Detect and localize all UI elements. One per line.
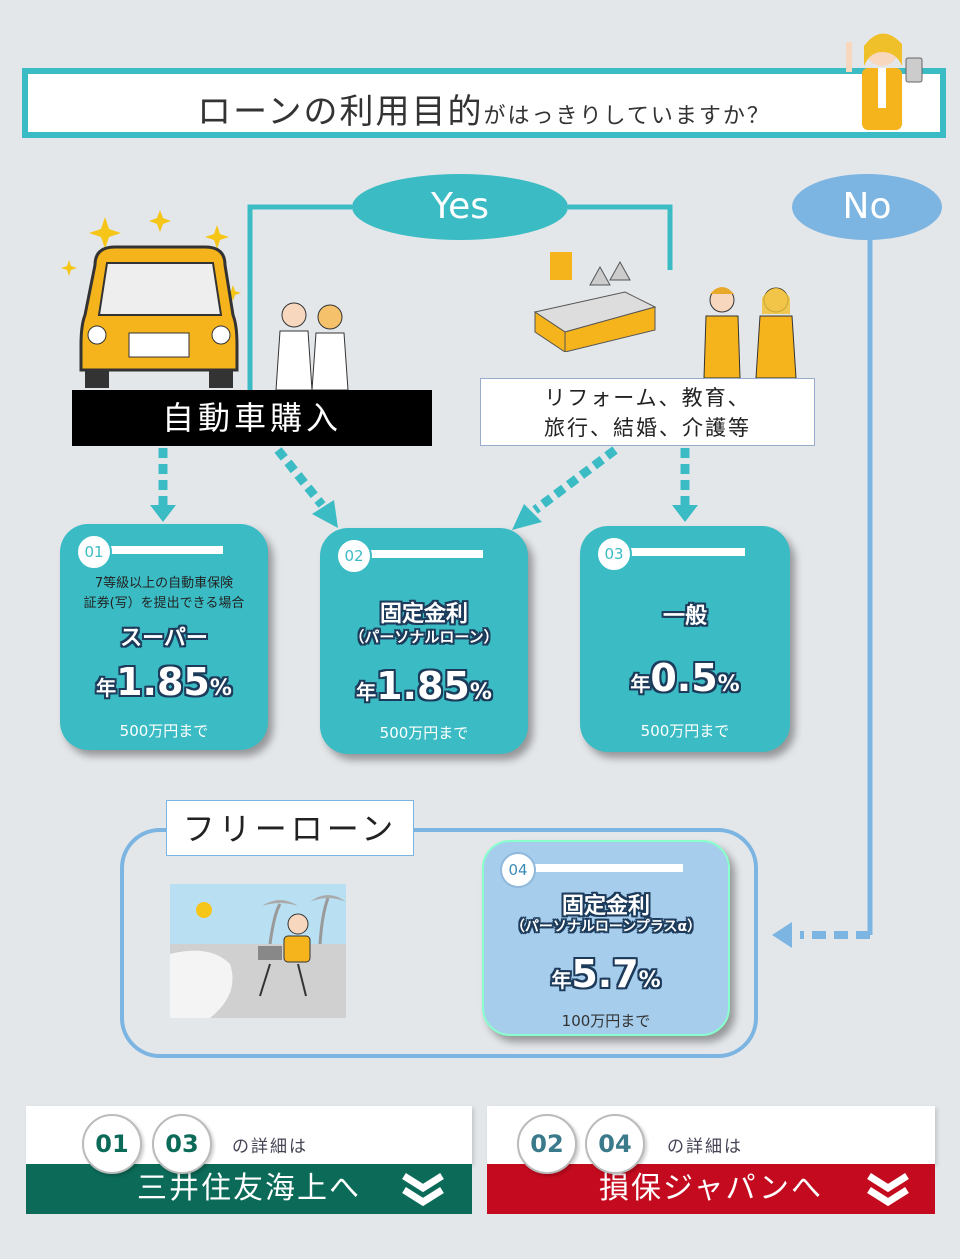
question-box: ローンの利用目的がはっきりしていますか？ xyxy=(22,68,946,138)
card-rate: 年1.85% xyxy=(60,660,268,704)
couple-illustration xyxy=(275,302,349,390)
no-branch: No xyxy=(792,174,942,240)
banner-link[interactable]: 三井住友海上へ xyxy=(26,1164,472,1214)
card-divider xyxy=(90,546,223,554)
card-rate: 年5.7% xyxy=(484,952,728,996)
card-rate: 年1.85% xyxy=(320,664,528,708)
free-loan-group xyxy=(120,828,758,1058)
card-sub-name: （パーソナルローンプラスα） xyxy=(510,919,702,935)
loan-card-02[interactable]: 02 固定金利 （パーソナルローン） 年1.85% 500万円まで xyxy=(320,528,528,754)
car-purchase-label: 自動車購入 xyxy=(72,390,432,446)
other-purpose-line2: 旅行、結婚、介護等 xyxy=(544,416,751,440)
badge-03: 03 xyxy=(152,1114,212,1174)
card-number: 04 xyxy=(500,852,536,888)
rate-value: 1.85 xyxy=(116,660,210,704)
card-name: 一般 xyxy=(662,604,707,629)
free-loan-label: フリーローン xyxy=(166,800,414,856)
loan-card-01[interactable]: 01 7等級以上の自動車保険 証券(写）を提出できる場合 スーパー 年1.85%… xyxy=(60,524,268,750)
rate-value: 5.7 xyxy=(571,952,639,996)
rate-unit: % xyxy=(638,968,661,993)
badge-04: 04 xyxy=(585,1114,645,1174)
kitchen-illustration xyxy=(533,252,657,352)
condition-line2: 証券(写）を提出できる場合 xyxy=(83,596,245,611)
yes-branch: Yes xyxy=(352,174,568,240)
card-limit: 500万円まで xyxy=(379,724,469,742)
card-limit: 500万円まで xyxy=(640,722,730,740)
rate-prefix: 年 xyxy=(551,968,572,992)
question-rest: がはっきりしていますか？ xyxy=(483,104,771,129)
rate-unit: % xyxy=(209,676,232,701)
card-number: 03 xyxy=(596,536,632,572)
card-name: 固定金利 xyxy=(379,602,468,627)
other-purpose-line1: リフォーム、教育、 xyxy=(544,386,751,410)
detail-text: の詳細は xyxy=(232,1137,308,1157)
banner-link-label: 損保ジャパンへ xyxy=(599,1171,823,1206)
card-sub-name: （パーソナルローン） xyxy=(349,628,499,646)
question-text: ローンの利用目的がはっきりしていますか？ xyxy=(28,84,940,133)
card-condition: 7等級以上の自動車保険 証券(写）を提出できる場合 xyxy=(60,574,268,614)
sompo-japan-banner[interactable]: 02 04 の詳細は 損保ジャパンへ xyxy=(487,1106,935,1214)
students-illustration xyxy=(703,287,797,378)
chevron-down-icon xyxy=(402,1173,444,1207)
rate-prefix: 年 xyxy=(630,672,651,696)
card-name: 固定金利 xyxy=(561,894,650,919)
card-limit: 100万円まで xyxy=(561,1012,651,1030)
rate-unit: % xyxy=(469,680,492,705)
badge-02: 02 xyxy=(517,1114,577,1174)
card-divider xyxy=(610,548,745,556)
rate-value: 1.85 xyxy=(376,664,470,708)
loan-card-04[interactable]: 04 固定金利 （パーソナルローンプラスα） 年5.7% 100万円まで xyxy=(482,840,730,1036)
loan-card-03[interactable]: 03 一般 年0.5% 500万円まで xyxy=(580,526,790,752)
card-divider xyxy=(514,864,683,872)
beach-illustration xyxy=(170,884,346,1018)
detail-text: の詳細は xyxy=(667,1137,743,1157)
card-name: スーパー xyxy=(120,626,208,651)
rate-value: 0.5 xyxy=(650,656,718,700)
chevron-down-icon xyxy=(867,1173,909,1207)
badge-01: 01 xyxy=(82,1114,142,1174)
banner-link-label: 三井住友海上へ xyxy=(137,1171,361,1206)
car-illustration xyxy=(61,210,241,388)
rate-prefix: 年 xyxy=(96,676,117,700)
card-number: 02 xyxy=(336,538,372,574)
card-number: 01 xyxy=(76,534,112,570)
card-rate: 年0.5% xyxy=(580,656,790,700)
rate-unit: % xyxy=(717,672,740,697)
woman-illustration xyxy=(846,33,923,130)
card-limit: 500万円まで xyxy=(119,722,209,740)
other-purpose-label: リフォーム、教育、 旅行、結婚、介護等 xyxy=(480,378,815,446)
banner-link[interactable]: 損保ジャパンへ xyxy=(487,1164,935,1214)
rate-prefix: 年 xyxy=(356,680,377,704)
question-main: ローンの利用目的 xyxy=(197,92,484,132)
mitsui-sumitomo-banner[interactable]: 01 03 の詳細は 三井住友海上へ xyxy=(26,1106,472,1214)
card-divider xyxy=(350,550,483,558)
condition-line1: 7等級以上の自動車保険 xyxy=(94,576,234,591)
